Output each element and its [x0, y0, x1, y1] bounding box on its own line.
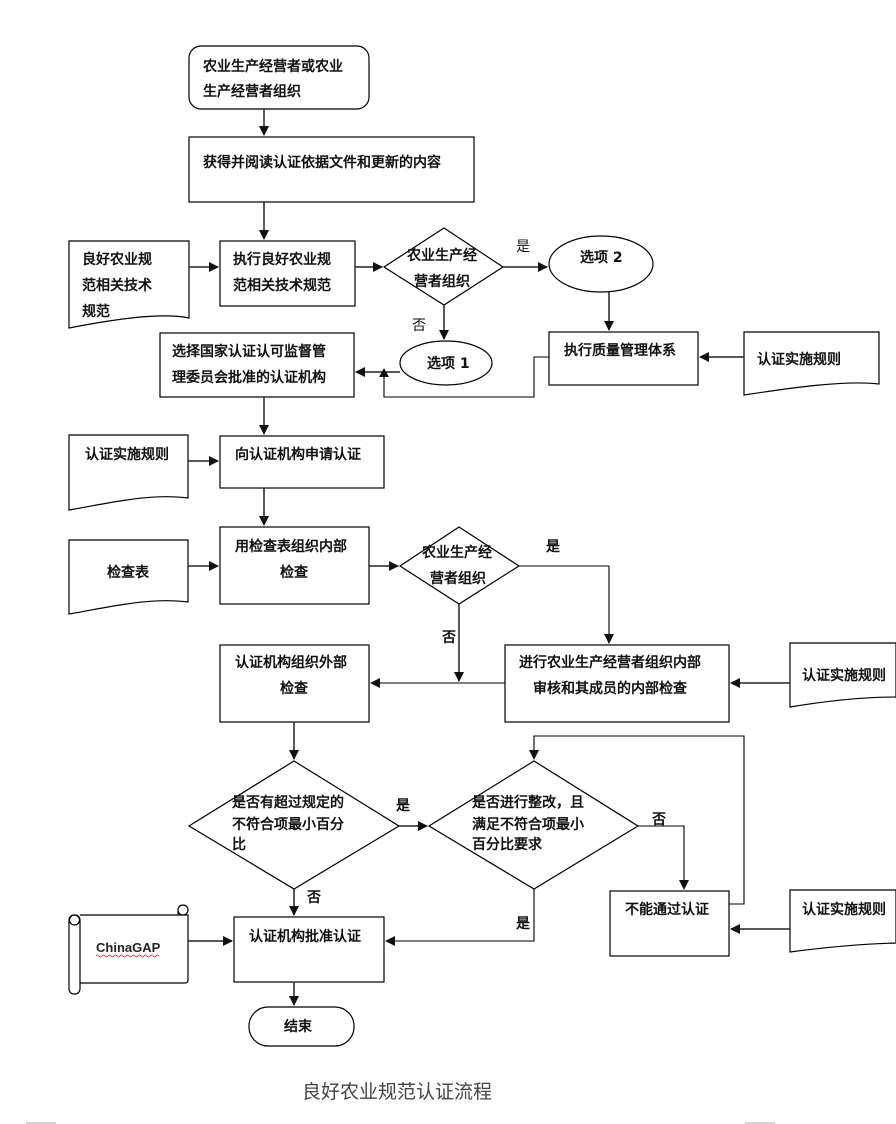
decision-org-2: 农业生产经 营者组织 [398, 526, 521, 605]
choose-cert-body-process: 选择国家认证认可监督管 理委员会批准的认证机构 [159, 332, 355, 398]
edge-qms-to-choose [383, 356, 549, 398]
approve-cert-label: 认证机构批准认证 [249, 928, 361, 945]
org-internal-audit-process: 进行农业生产经营者组织内部 审核和其成员的内部检查 [504, 644, 730, 723]
checklist-label: 检查表 [107, 564, 150, 581]
rules-doc-3-label: 认证实施规则 [802, 667, 886, 684]
choose-body-line-1: 选择国家认证认可监督管 [172, 343, 326, 360]
figure-caption: 良好农业规范认证流程 [302, 1081, 492, 1103]
fail-cert-process: 不能通过认证 [609, 890, 730, 957]
decision-exceed-line-2: 不符合项最小百分 [232, 816, 344, 833]
chinagap-label: ChinaGAP [96, 940, 161, 955]
exec-gap-spec-line-2: 范相关技术规范 [233, 277, 331, 294]
decision-exceed-nonconformity: 是否有超过规定的 不符合项最小百分 比 [187, 760, 401, 890]
decision-rectify-line-3: 百分比要求 [472, 836, 543, 853]
edge-labels: 是 否 是 否 是 否 否 是 [306, 239, 666, 932]
rules-doc-1-label: 认证实施规则 [757, 351, 841, 368]
exec-qms-label: 执行质量管理体系 [564, 342, 676, 359]
rules-doc-4-label: 认证实施规则 [802, 901, 886, 918]
choose-body-line-2: 理委员会批准的认证机构 [172, 369, 326, 386]
apply-cert-process: 向认证机构申请认证 [219, 435, 385, 489]
internal-check-line-1: 用检查表组织内部 [235, 538, 347, 555]
end-label: 结束 [284, 1018, 313, 1035]
gap-spec-line-1: 良好农业规 [82, 251, 152, 268]
rules-document-3: 认证实施规则 [789, 642, 896, 708]
fail-cert-label: 不能通过认证 [625, 901, 709, 918]
decision-org-2-line-2: 营者组织 [430, 570, 486, 587]
option-2-node: 选项 2 [548, 235, 654, 293]
spellcheck-underline [95, 954, 160, 958]
decision-org-1-line-1: 农业生产经 [406, 247, 477, 264]
read-docs-label: 获得并阅读认证依据文件和更新的内容 [203, 154, 441, 171]
external-check-process: 认证机构组织外部 检查 [219, 644, 370, 723]
rules-doc-2-label: 认证实施规则 [85, 446, 169, 463]
decision-org-1: 农业生产经 营者组织 [382, 227, 505, 306]
label-yes-4: 是 [516, 916, 531, 932]
decision-org-1-line-2: 营者组织 [414, 273, 470, 290]
label-yes-1: 是 [516, 239, 530, 255]
label-yes-2: 是 [546, 539, 561, 555]
label-no-2: 否 [441, 630, 456, 646]
internal-check-process: 用检查表组织内部 检查 [219, 526, 370, 605]
edge-decision2-yes [519, 565, 614, 644]
label-no-4: 否 [651, 812, 666, 828]
external-check-line-1: 认证机构组织外部 [235, 654, 347, 671]
rules-document-4: 认证实施规则 [789, 889, 896, 953]
option-2-label: 选项 2 [580, 249, 623, 266]
connectors [188, 109, 790, 1006]
decision-org-2-line-1: 农业生产经 [421, 544, 492, 561]
edge-rectify-yes [385, 889, 535, 946]
label-yes-3: 是 [396, 798, 411, 814]
read-docs-process: 获得并阅读认证依据文件和更新的内容 [188, 136, 475, 203]
gap-spec-line-3: 规范 [82, 303, 110, 320]
edge-rectify-no [638, 825, 689, 890]
exec-gap-spec-line-1: 执行良好农业规 [233, 251, 331, 268]
internal-check-line-2: 检查 [280, 564, 309, 581]
approve-cert-process: 认证机构批准认证 [233, 916, 385, 983]
external-check-line-2: 检查 [280, 680, 309, 697]
start-node: 农业生产经营者或农业 生产经营者组织 [188, 45, 370, 110]
option-1-label: 选项 1 [427, 355, 470, 372]
label-no-3: 否 [306, 890, 321, 906]
org-audit-line-2: 审核和其成员的内部检查 [533, 680, 688, 697]
gap-spec-line-2: 范相关技术 [82, 277, 152, 294]
option-1-node: 选项 1 [399, 340, 493, 386]
decision-rectify-line-2: 满足不符合项最小 [472, 816, 584, 833]
gap-spec-document: 良好农业规 范相关技术 规范 [68, 240, 190, 329]
decision-rectify: 是否进行整改，且 满足不符合项最小 百分比要求 [427, 760, 640, 890]
end-node: 结束 [248, 1006, 355, 1047]
checklist-document: 检查表 [68, 539, 189, 615]
decision-rectify-line-1: 是否进行整改，且 [472, 794, 584, 811]
edge-fail-loop-back [529, 735, 745, 905]
rules-document-1: 认证实施规则 [743, 331, 880, 396]
decision-exceed-line-3: 比 [232, 836, 246, 853]
exec-gap-spec-process: 执行良好农业规 范相关技术规范 [219, 240, 356, 307]
rules-document-2: 认证实施规则 [68, 434, 189, 511]
decision-exceed-line-1: 是否有超过规定的 [232, 794, 344, 811]
org-audit-line-1: 进行农业生产经营者组织内部 [519, 654, 701, 671]
exec-qms-process: 执行质量管理体系 [548, 331, 699, 386]
label-no-1: 否 [412, 318, 426, 334]
start-line-2: 生产经营者组织 [203, 83, 301, 100]
chinagap-scroll: ChinaGAP [68, 904, 189, 995]
apply-cert-label: 向认证机构申请认证 [235, 446, 361, 463]
start-line-1: 农业生产经营者或农业 [202, 58, 343, 75]
